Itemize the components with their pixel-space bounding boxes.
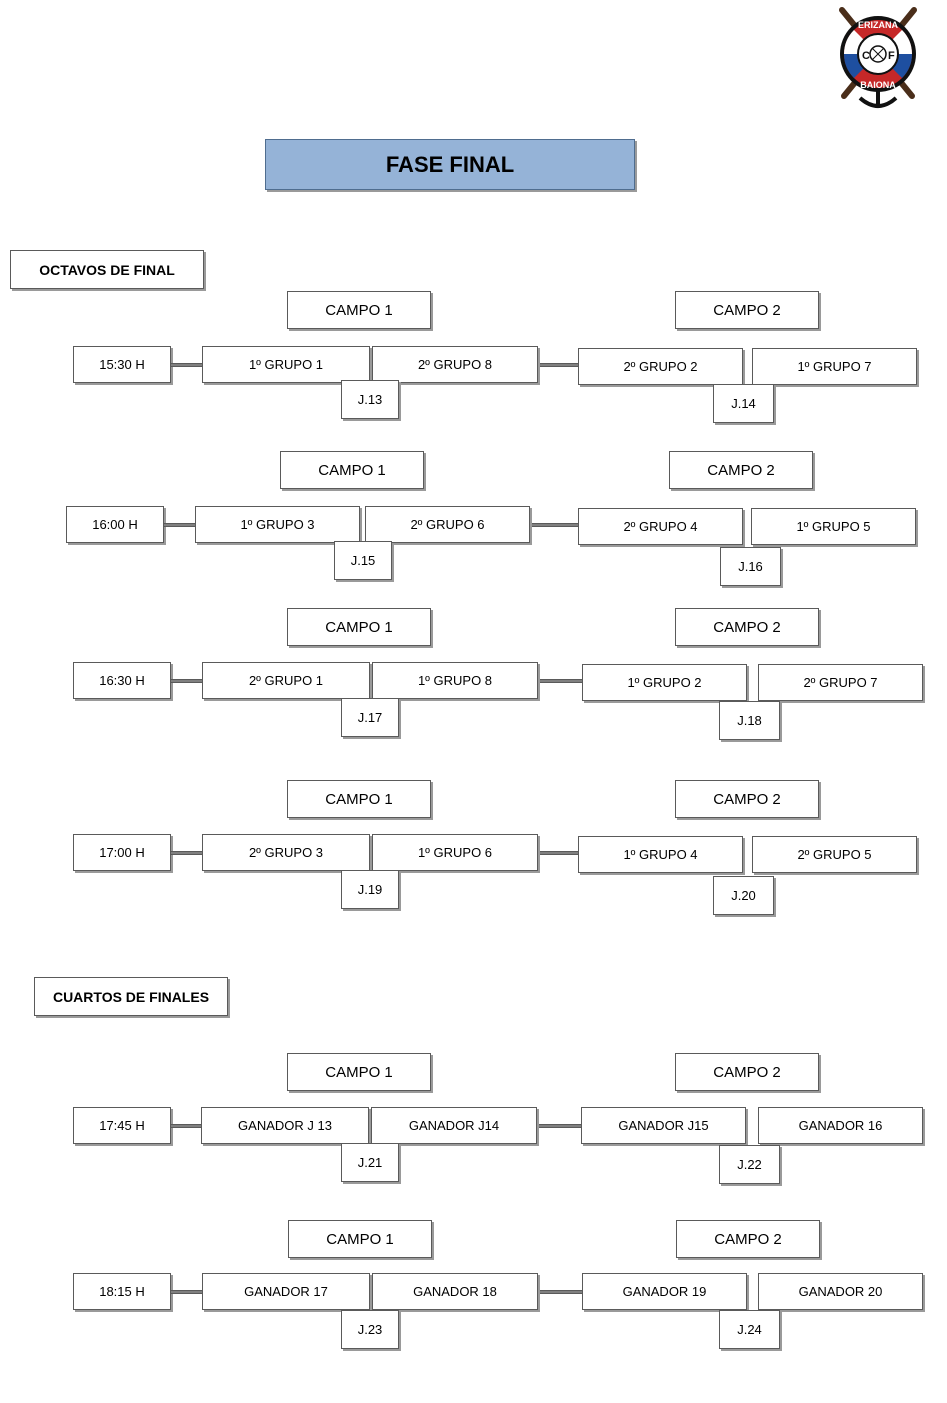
game-number: J.21: [341, 1143, 399, 1182]
campo-2-label: CAMPO 2: [675, 291, 819, 329]
team-slot: GANADOR J14: [371, 1107, 537, 1144]
kickoff-time: 17:00 H: [73, 834, 171, 871]
connector-line: [538, 362, 578, 367]
game-number: J.15: [334, 541, 392, 580]
campo-1-label: CAMPO 1: [287, 1053, 431, 1091]
connector-line: [171, 362, 202, 367]
campo-2-label: CAMPO 2: [676, 1220, 820, 1258]
team-slot: 2º GRUPO 3: [202, 834, 370, 871]
game-number: J.13: [341, 380, 399, 419]
section-octavos-de-final: OCTAVOS DE FINAL: [10, 250, 204, 289]
campo-2-label: CAMPO 2: [675, 1053, 819, 1091]
team-slot: 2º GRUPO 4: [578, 508, 743, 545]
team-slot: GANADOR 17: [202, 1273, 370, 1310]
team-slot: 2º GRUPO 2: [578, 348, 743, 385]
connector-line: [171, 850, 202, 855]
team-slot: GANADOR 20: [758, 1273, 923, 1310]
team-slot: 1º GRUPO 6: [372, 834, 538, 871]
connector-line: [538, 850, 578, 855]
connector-line: [171, 1123, 201, 1128]
connector-line: [538, 678, 582, 683]
kickoff-time: 16:00 H: [66, 506, 164, 543]
campo-1-label: CAMPO 1: [287, 291, 431, 329]
game-number: J.17: [341, 698, 399, 737]
team-slot: 2º GRUPO 7: [758, 664, 923, 701]
game-number: J.18: [719, 701, 780, 740]
team-slot: 1º GRUPO 2: [582, 664, 747, 701]
team-slot: GANADOR 16: [758, 1107, 923, 1144]
team-slot: 1º GRUPO 8: [372, 662, 538, 699]
team-slot: 2º GRUPO 1: [202, 662, 370, 699]
campo-2-label: CAMPO 2: [675, 780, 819, 818]
connector-line: [171, 678, 202, 683]
campo-1-label: CAMPO 1: [287, 608, 431, 646]
game-number: J.23: [341, 1310, 399, 1349]
connector-line: [537, 1123, 581, 1128]
team-slot: 1º GRUPO 3: [195, 506, 360, 543]
game-number: J.19: [341, 870, 399, 909]
team-slot: 2º GRUPO 5: [752, 836, 917, 873]
team-slot: GANADOR 18: [372, 1273, 538, 1310]
logo-top-text: ERIZANA: [858, 20, 898, 30]
game-number: J.20: [713, 876, 774, 915]
team-slot: 1º GRUPO 5: [751, 508, 916, 545]
connector-line: [538, 1289, 582, 1294]
page-title: FASE FINAL: [265, 139, 635, 190]
game-number: J.16: [720, 547, 781, 586]
campo-1-label: CAMPO 1: [280, 451, 424, 489]
team-slot: 1º GRUPO 7: [752, 348, 917, 385]
team-slot: GANADOR J 13: [201, 1107, 369, 1144]
connector-line: [164, 522, 195, 527]
club-logo: C F ERIZANA BAIONA: [839, 7, 917, 108]
game-number: J.24: [719, 1310, 780, 1349]
connector-line: [530, 522, 578, 527]
campo-1-label: CAMPO 1: [287, 780, 431, 818]
game-number: J.14: [713, 384, 774, 423]
kickoff-time: 18:15 H: [73, 1273, 171, 1310]
team-slot: 1º GRUPO 1: [202, 346, 370, 383]
connector-line: [171, 1289, 202, 1294]
logo-letter-f: F: [888, 50, 895, 62]
team-slot: 2º GRUPO 6: [365, 506, 530, 543]
campo-2-label: CAMPO 2: [669, 451, 813, 489]
campo-1-label: CAMPO 1: [288, 1220, 432, 1258]
campo-2-label: CAMPO 2: [675, 608, 819, 646]
logo-bottom-text: BAIONA: [860, 80, 896, 90]
team-slot: GANADOR 19: [582, 1273, 747, 1310]
team-slot: 1º GRUPO 4: [578, 836, 743, 873]
team-slot: 2º GRUPO 8: [372, 346, 538, 383]
kickoff-time: 16:30 H: [73, 662, 171, 699]
kickoff-time: 15:30 H: [73, 346, 171, 383]
game-number: J.22: [719, 1145, 780, 1184]
section-cuartos-de-finales: CUARTOS DE FINALES: [34, 977, 228, 1016]
logo-letter-c: C: [862, 50, 870, 62]
kickoff-time: 17:45 H: [73, 1107, 171, 1144]
team-slot: GANADOR J15: [581, 1107, 746, 1144]
